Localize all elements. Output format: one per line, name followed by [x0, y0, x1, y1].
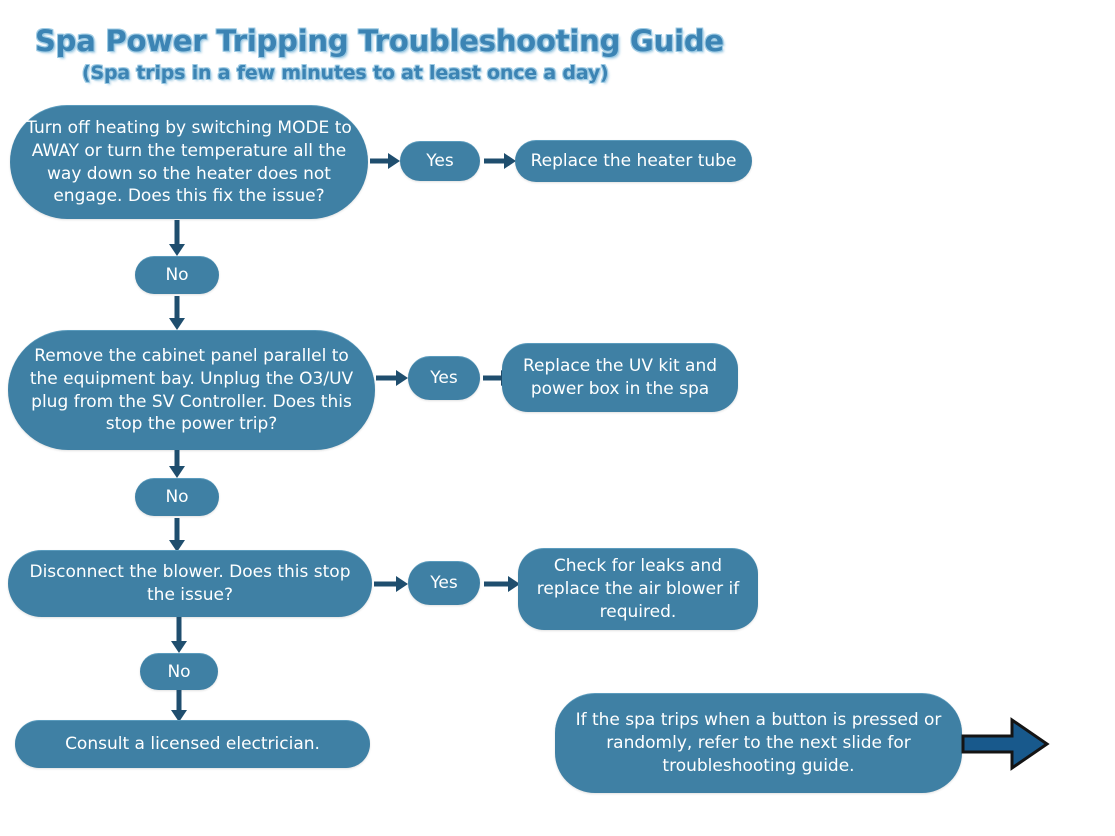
node-next-slide-note[interactable]: If the spa trips when a button is presse… — [555, 693, 962, 793]
next-slide-block-arrow-icon[interactable] — [960, 712, 1050, 776]
node-replace-uv-kit[interactable]: Replace the UV kit and power box in the … — [502, 343, 738, 412]
node-q3-disconnect-blower[interactable]: Disconnect the blower. Does this stop th… — [8, 550, 372, 617]
node-replace-heater-tube[interactable]: Replace the heater tube — [515, 140, 752, 182]
arrow-no-to-q3 — [168, 518, 186, 552]
label-q2-no[interactable]: No — [135, 478, 219, 516]
arrow-q2-to-yes — [376, 369, 408, 387]
label-q1-no[interactable]: No — [135, 256, 219, 294]
node-q2-remove-cabinet-panel[interactable]: Remove the cabinet panel parallel to the… — [8, 330, 375, 450]
arrow-q1-to-yes — [370, 152, 400, 170]
node-q1-turn-off-heating[interactable]: Turn off heating by switching MODE to AW… — [10, 105, 368, 219]
node-check-leaks-air-blower[interactable]: Check for leaks and replace the air blow… — [518, 548, 758, 630]
label-q1-yes[interactable]: Yes — [400, 141, 480, 181]
arrow-no-to-q2 — [168, 296, 186, 330]
page-subtitle: (Spa trips in a few minutes to at least … — [82, 62, 609, 84]
arrow-q3-to-yes — [374, 575, 408, 593]
page-title: Spa Power Tripping Troubleshooting Guide — [35, 24, 724, 58]
arrow-q1-to-no — [168, 220, 186, 256]
arrow-q2-to-no — [168, 450, 186, 478]
node-consult-electrician[interactable]: Consult a licensed electrician. — [15, 720, 370, 768]
label-q2-yes[interactable]: Yes — [408, 356, 480, 400]
arrow-q3-to-no — [170, 617, 188, 653]
arrow-yes-to-check-leaks — [484, 575, 520, 593]
label-q3-yes[interactable]: Yes — [408, 561, 480, 605]
label-q3-no[interactable]: No — [140, 653, 218, 690]
arrow-no-to-electrician — [170, 690, 188, 722]
arrow-yes-to-heater-tube — [484, 152, 516, 170]
